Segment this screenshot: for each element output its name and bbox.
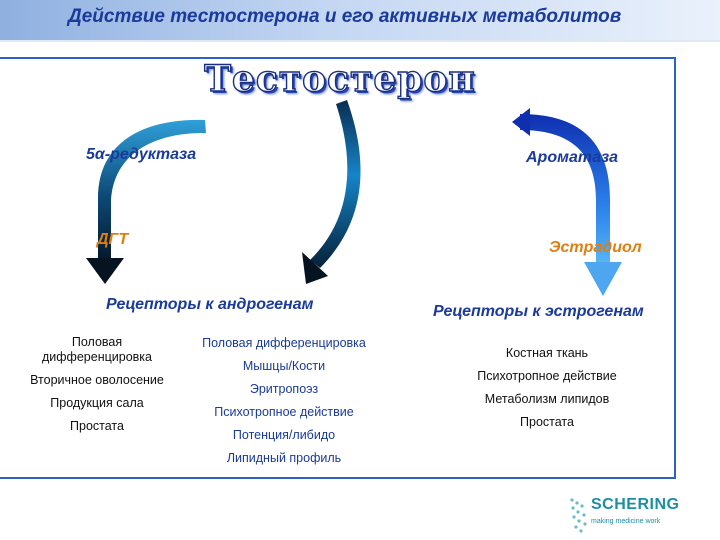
- main-title: Тестостерон: [203, 57, 476, 100]
- list-item: Эритропоэз: [249, 382, 319, 396]
- dht-effects-list: Половая дифференцировка Вторичное оволос…: [22, 335, 172, 442]
- diagram-frame: [0, 57, 676, 479]
- list-item: Потенция/либидо: [232, 428, 336, 442]
- arrow-aromatase-head: [584, 262, 622, 296]
- list-item: Половая дифференцировка: [42, 335, 152, 364]
- androgen-receptors-label: Рецепторы к андрогенам: [106, 296, 314, 313]
- list-item: Психотропное действие: [214, 405, 354, 419]
- list-item: Липидный профиль: [226, 451, 342, 465]
- list-item: Психотропное действие: [477, 369, 617, 383]
- list-item: Костная ткань: [505, 346, 589, 360]
- estrogen-receptors-label: Рецепторы к эстрогенам: [433, 303, 644, 320]
- list-item: Половая дифференцировка: [202, 336, 366, 350]
- dht-label: ДГТ: [97, 231, 129, 248]
- list-item: Вторичное оволосение: [30, 373, 164, 387]
- arrow-aromatase-head-start: [512, 108, 530, 136]
- testosterone-effects-list: Половая дифференцировка Мышцы/Кости Эрит…: [182, 336, 386, 474]
- estradiol-effects-list: Костная ткань Психотропное действие Мета…: [459, 346, 635, 438]
- arrow-testosterone-direct-head: [302, 252, 328, 284]
- reductase-label: 5α-редуктаза: [86, 146, 197, 163]
- header-divider: [0, 40, 720, 42]
- slide-title: Действие тестостерона и его активных мет…: [68, 6, 622, 27]
- arrow-reductase: [97, 119, 206, 259]
- list-item: Продукция сала: [50, 396, 144, 410]
- header-band: [0, 0, 720, 40]
- schering-logo-text: SCHERING: [591, 496, 680, 513]
- aromatase-label: Ароматаза: [526, 149, 619, 166]
- estradiol-label: Эстрадиол: [549, 239, 642, 256]
- schering-logo-icon: [570, 498, 587, 533]
- list-item: Простата: [70, 419, 124, 433]
- arrow-reductase-head: [86, 258, 124, 284]
- schering-logo-tagline: making medicine work: [591, 518, 661, 525]
- arrow-aromatase: [520, 114, 610, 262]
- arrow-testosterone-direct: [310, 100, 361, 268]
- list-item: Метаболизм липидов: [484, 392, 610, 406]
- list-item: Простата: [520, 415, 574, 429]
- list-item: Мышцы/Кости: [242, 359, 326, 373]
